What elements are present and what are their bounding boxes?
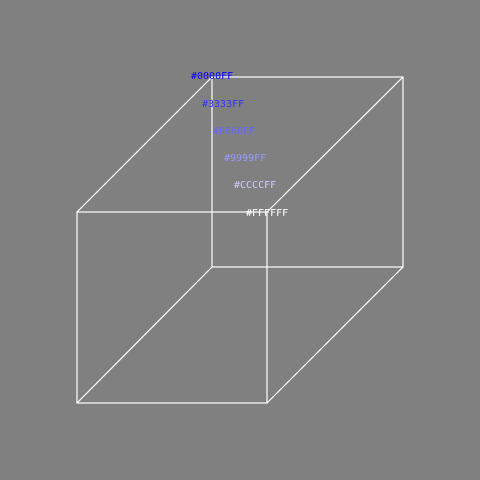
cube-edges (76, 76, 404, 404)
color-label-6666ff: #6666FF (213, 126, 256, 137)
cube-edge-top-left (76, 76, 213, 213)
color-label-0000ff: #0000FF (191, 71, 234, 82)
cube-edge-top-right (266, 76, 404, 213)
cube-edge-bottom-left (76, 266, 213, 404)
cube-back-face (211, 76, 404, 268)
cube-front-face (76, 211, 268, 404)
cube-edge-bottom-right (266, 266, 404, 404)
color-label-ffffff: #FFFFFF (246, 208, 289, 219)
color-label-3333ff: #3333FF (202, 99, 245, 110)
color-label-9999ff: #9999FF (224, 153, 267, 164)
color-label-ccccff: #CCCCFF (234, 180, 277, 191)
